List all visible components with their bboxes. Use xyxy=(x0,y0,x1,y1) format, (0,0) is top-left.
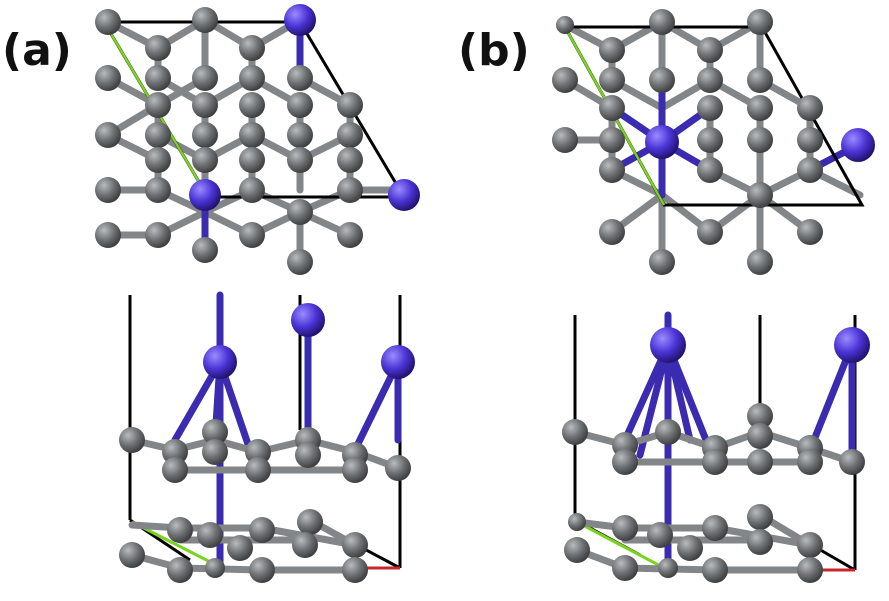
carbon-atoms xyxy=(119,419,411,583)
dopant-atoms xyxy=(645,125,875,162)
axis-b-b-side xyxy=(576,520,669,572)
panel-a-top-view xyxy=(95,4,420,275)
dopant-atoms xyxy=(650,327,870,363)
panel-b-side-view xyxy=(562,311,870,583)
panel-a-side-view xyxy=(119,291,415,583)
panel-label-b: (b) xyxy=(458,25,530,76)
dopant-atoms xyxy=(203,303,415,379)
dopant-atoms xyxy=(189,4,420,211)
panel-b-top-view xyxy=(552,9,875,275)
axis-b-a-side xyxy=(131,520,223,570)
carbon-atoms xyxy=(95,7,363,275)
carbon-atoms xyxy=(562,403,865,583)
carbon-atoms xyxy=(552,9,823,275)
panel-label-a: (a) xyxy=(2,25,72,76)
